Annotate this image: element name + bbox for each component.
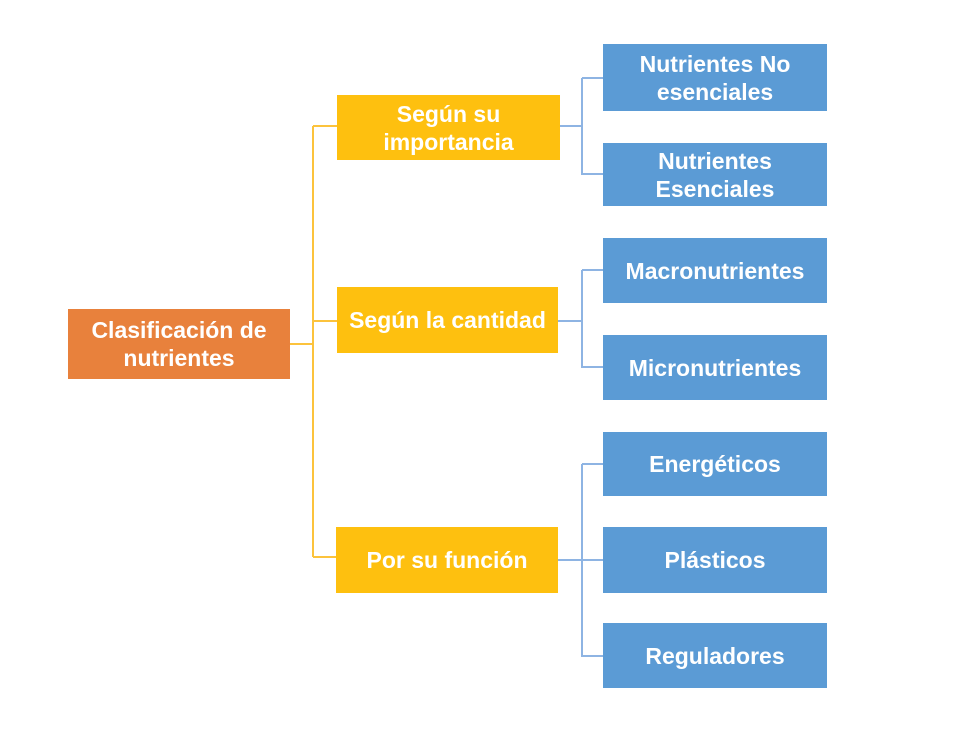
leaf-node-nutrientes-esenciales: Nutrientes Esenciales	[603, 143, 827, 206]
branch-connectors-importancia	[560, 77, 603, 175]
leaf-node-energeticos: Energéticos	[603, 432, 827, 496]
category-node-label: Por su función	[366, 547, 528, 573]
leaf-node-nutrientes-no-esenciales: Nutrientes No esenciales	[603, 44, 827, 111]
category-node-label: Según su importancia	[383, 100, 514, 155]
root-node-label: Clasificación de nutrientes	[91, 317, 267, 371]
leaf-node-reguladores: Reguladores	[603, 623, 827, 688]
root-branch-connectors	[288, 125, 337, 558]
branch-connectors-cantidad	[558, 269, 603, 368]
leaf-node-label: Micronutrientes	[628, 354, 802, 381]
leaf-node-label: Plásticos	[664, 547, 766, 573]
leaf-node-label: Energéticos	[649, 451, 781, 477]
category-node-importancia: Según su importancia	[337, 95, 560, 160]
leaf-node-micronutrientes: Micronutrientes	[603, 335, 827, 400]
leaf-node-label: Nutrientes Esenciales	[655, 147, 775, 202]
leaf-node-plasticos: Plásticos	[603, 527, 827, 593]
leaf-node-label: Nutrientes No esenciales	[639, 50, 791, 105]
category-node-funcion: Por su función	[336, 527, 558, 593]
category-node-cantidad: Según la cantidad	[337, 287, 558, 353]
leaf-node-label: Macronutrientes	[625, 257, 805, 284]
root-node: Clasificación de nutrientes	[68, 309, 290, 379]
category-node-label: Según la cantidad	[349, 307, 546, 333]
branch-connectors-funcion	[558, 463, 603, 657]
leaf-node-macronutrientes: Macronutrientes	[603, 238, 827, 303]
leaf-node-label: Reguladores	[645, 642, 785, 669]
